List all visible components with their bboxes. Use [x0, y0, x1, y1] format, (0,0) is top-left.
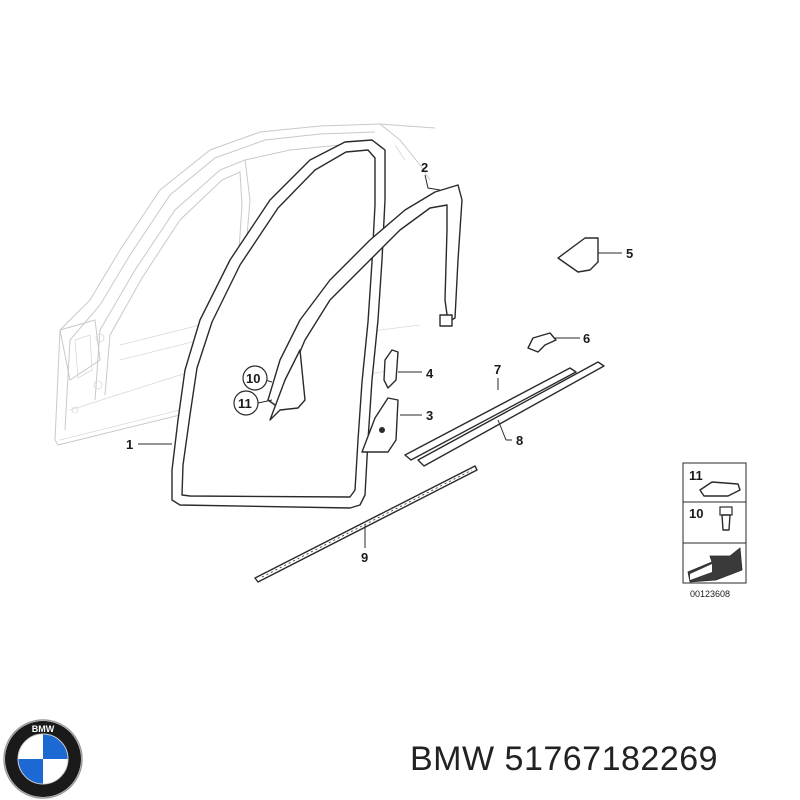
- part-5-cover: [557, 237, 599, 273]
- logo-lettering: BMW: [32, 724, 55, 734]
- part-1-door-seal: [171, 139, 386, 509]
- fastener-legend: 11 10: [682, 462, 747, 584]
- callout-3: 3: [426, 408, 433, 423]
- part-4-clip: [383, 349, 399, 389]
- part-number: 51767182269: [504, 740, 719, 778]
- callout-2: 2: [421, 160, 428, 175]
- legend-label-10: 10: [689, 506, 703, 521]
- callout-10-circle: 10: [242, 365, 268, 391]
- part-7-8-strips: [404, 361, 605, 467]
- brand-name: BMW: [410, 740, 495, 778]
- callout-8: 8: [516, 433, 523, 448]
- rivet-10-icon: [719, 506, 733, 531]
- callout-1: 1: [126, 437, 133, 452]
- callout-4: 4: [426, 366, 434, 381]
- callout-7: 7: [494, 362, 501, 377]
- part-caption: BMW 51767182269: [410, 740, 718, 779]
- bmw-logo: BMW: [3, 719, 83, 799]
- part-2-frame-trim: [267, 184, 463, 411]
- drawing-code: 00123608: [690, 589, 730, 599]
- part-9-strip: [254, 465, 478, 583]
- part-6-clip: [527, 332, 557, 353]
- callout-11: 11: [238, 396, 252, 411]
- part-10-11-piece: [269, 349, 306, 421]
- callout-5: 5: [626, 246, 633, 261]
- legend-label-11: 11: [689, 468, 703, 483]
- callout-9: 9: [361, 550, 368, 565]
- callout-6: 6: [583, 331, 590, 346]
- clip-11-icon: [699, 481, 741, 497]
- part-3-trim: [361, 397, 399, 453]
- callout-10: 10: [246, 371, 260, 386]
- callout-11-circle: 11: [233, 390, 259, 416]
